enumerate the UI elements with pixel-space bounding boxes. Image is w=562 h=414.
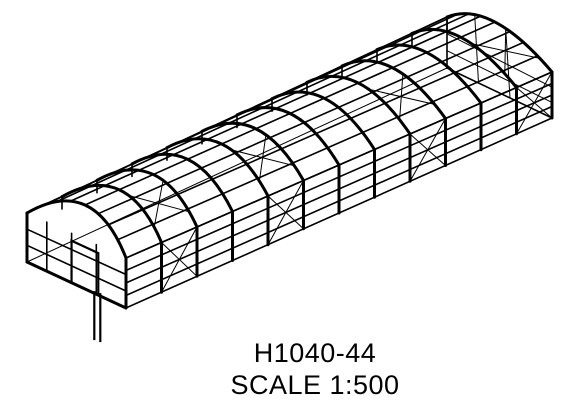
end-girt — [26, 228, 127, 276]
wall-brace — [516, 71, 553, 135]
rafter — [235, 106, 341, 167]
far-base — [26, 67, 448, 263]
end-girt — [26, 244, 127, 292]
rafter — [270, 90, 376, 151]
roof-brace — [504, 28, 507, 74]
back-end-post — [474, 14, 479, 84]
rafter — [340, 59, 447, 120]
rafter — [305, 74, 412, 136]
rafter — [25, 199, 128, 260]
rafter — [200, 121, 305, 182]
wall-brace — [409, 118, 446, 182]
rafter — [375, 43, 483, 105]
drawing-number: H1040-44 — [253, 338, 377, 368]
rafter — [410, 27, 518, 89]
rafter — [130, 153, 234, 213]
rafter — [60, 183, 163, 244]
rafter — [95, 168, 199, 229]
rafter — [445, 12, 554, 74]
door-opening — [70, 238, 100, 296]
drawing-scale: SCALE 1:500 — [230, 370, 400, 400]
side-wall-girts — [26, 16, 553, 309]
back-end-post — [505, 28, 511, 99]
end-base — [25, 260, 128, 310]
roof-brace — [258, 134, 267, 182]
roof-brace — [399, 73, 404, 120]
back-end-girt — [446, 50, 553, 103]
wall-brace — [161, 226, 198, 293]
wall-brace — [267, 180, 304, 245]
roof-brace — [153, 180, 164, 228]
end-walls — [25, 14, 553, 343]
back-end-girt — [446, 33, 553, 88]
cross-bracing — [128, 28, 553, 293]
back-end-base — [446, 67, 553, 119]
portal-frames — [25, 12, 554, 310]
rafter — [165, 137, 270, 198]
